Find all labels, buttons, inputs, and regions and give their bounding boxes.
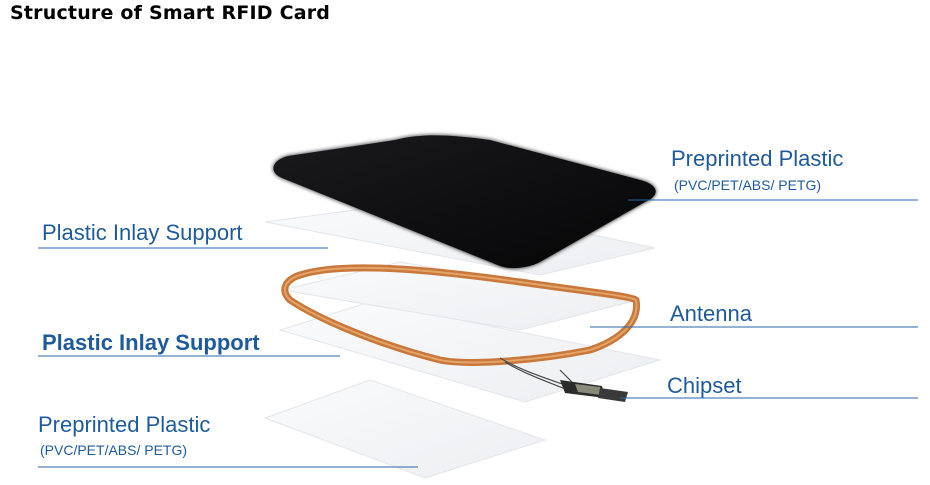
label-preprinted-plastic-bottom-materials: (PVC/PET/ABS/ PETG) <box>40 442 187 458</box>
label-preprinted-plastic-top: Preprinted Plastic <box>671 146 843 172</box>
label-preprinted-plastic-bottom: Preprinted Plastic <box>38 412 210 438</box>
label-antenna: Antenna <box>670 301 752 327</box>
label-plastic-inlay-support-upper: Plastic Inlay Support <box>42 220 243 246</box>
label-preprinted-plastic-top-materials: (PVC/PET/ABS/ PETG) <box>674 177 821 193</box>
chipset-module <box>560 380 628 402</box>
label-plastic-inlay-support-middle: Plastic Inlay Support <box>42 330 260 356</box>
label-chipset: Chipset <box>667 373 742 399</box>
